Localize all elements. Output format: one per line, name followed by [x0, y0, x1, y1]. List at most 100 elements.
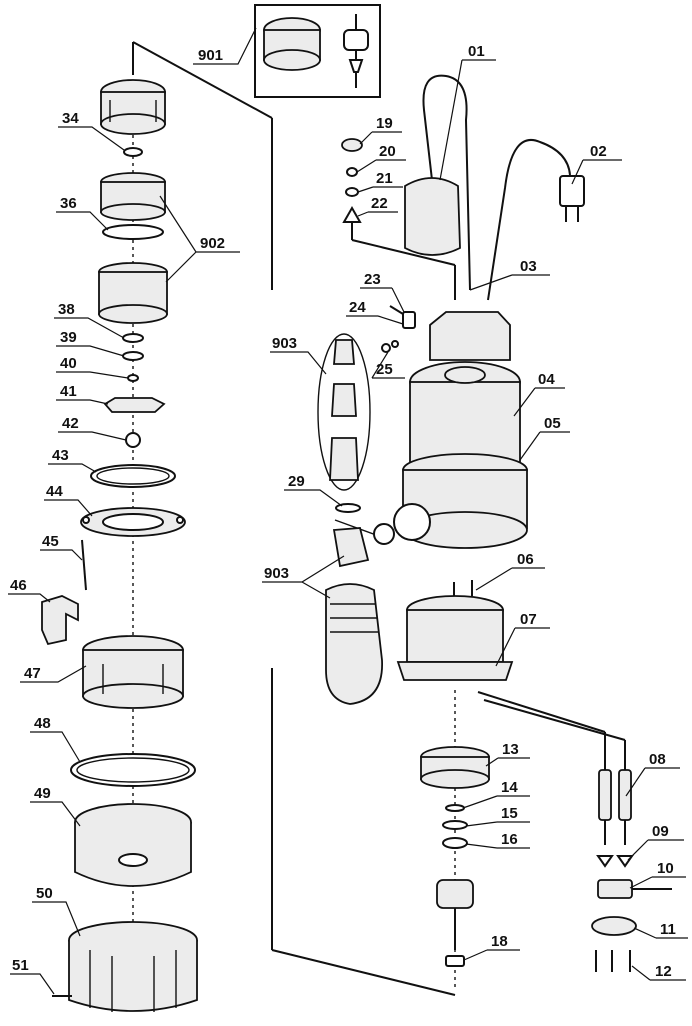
- callout-39: 39: [56, 329, 125, 357]
- part-43-oring: [90, 464, 176, 488]
- label-01: 01: [468, 43, 485, 60]
- part-46-clamp: [41, 595, 79, 646]
- part-09-caps: [596, 855, 634, 868]
- callout-21: 21: [357, 170, 403, 193]
- label-04: 04: [538, 371, 555, 388]
- callout-08: 08: [625, 751, 680, 797]
- label-25: 25: [376, 361, 393, 378]
- callout-42: 42: [58, 415, 127, 441]
- part-903-hose-elbow: [325, 583, 383, 705]
- label-40: 40: [60, 355, 77, 372]
- label-09: 09: [652, 823, 669, 840]
- callout-36: 36: [56, 195, 109, 231]
- callout-03: 03: [469, 258, 550, 291]
- label-39: 39: [60, 329, 77, 346]
- label-42: 42: [62, 415, 79, 432]
- part-10-valve: [597, 879, 672, 899]
- callout-10: 10: [629, 860, 686, 889]
- callout-09: 09: [627, 823, 684, 861]
- label-43: 43: [52, 447, 69, 464]
- part-02-plug-cable: [487, 139, 585, 301]
- callout-47: 47: [20, 665, 87, 683]
- label-08: 08: [649, 751, 666, 768]
- label-19: 19: [376, 115, 393, 132]
- callout-902: 902: [159, 195, 240, 283]
- part-01-float-switch: [404, 74, 471, 291]
- label-03: 03: [520, 258, 537, 275]
- part-36-gasket: [102, 224, 164, 240]
- callout-40: 40: [56, 355, 129, 379]
- part-903-adapter-set: [317, 333, 371, 491]
- callout-15: 15: [465, 805, 530, 827]
- part-48-ring: [70, 753, 196, 787]
- callout-02: 02: [571, 143, 622, 185]
- callout-44: 44: [44, 483, 93, 517]
- part-13-impeller: [420, 746, 490, 789]
- part-42-ball: [125, 432, 141, 448]
- callout-48: 48: [30, 715, 81, 763]
- label-46: 46: [10, 577, 27, 594]
- callout-50: 50: [32, 885, 81, 937]
- callout-18: 18: [463, 933, 520, 961]
- label-24: 24: [349, 299, 366, 316]
- callout-12: 12: [631, 963, 686, 981]
- callout-38: 38: [54, 301, 125, 339]
- label-13: 13: [502, 741, 519, 758]
- label-50: 50: [36, 885, 53, 902]
- parts-23-25-fittings: [381, 305, 416, 353]
- callout-20: 20: [356, 143, 406, 173]
- part-901-inset: [254, 4, 381, 98]
- callout-43: 43: [48, 447, 97, 473]
- callout-13: 13: [485, 741, 530, 767]
- label-06: 06: [517, 551, 534, 568]
- label-15: 15: [501, 805, 518, 822]
- callout-51: 51: [10, 957, 55, 995]
- label-903-top: 903: [272, 335, 297, 352]
- part-40-clip: [127, 374, 139, 382]
- part-04-motor-housing: [409, 311, 521, 471]
- label-07: 07: [520, 611, 537, 628]
- label-18: 18: [491, 933, 508, 950]
- callout-29: 29: [284, 473, 343, 507]
- label-16: 16: [501, 831, 518, 848]
- label-23: 23: [364, 271, 381, 288]
- label-901: 901: [198, 47, 223, 64]
- label-38: 38: [58, 301, 75, 318]
- parts-19-22-stack: [341, 138, 363, 223]
- part-902-upper: [100, 172, 166, 221]
- callout-05: 05: [519, 415, 570, 461]
- label-47: 47: [24, 665, 41, 682]
- callout-24: 24: [346, 299, 404, 325]
- callout-49: 49: [30, 785, 81, 827]
- part-34-ring: [123, 147, 143, 157]
- part-38-washer: [122, 333, 144, 343]
- callout-11: 11: [633, 921, 688, 939]
- callout-901: 901: [193, 27, 257, 65]
- part-49-base: [74, 803, 192, 887]
- part-39-washer: [122, 351, 144, 361]
- callout-903b: 903: [262, 555, 345, 599]
- label-49: 49: [34, 785, 51, 802]
- label-34: 34: [62, 110, 79, 127]
- label-36: 36: [60, 195, 77, 212]
- part-07-motor-base: [396, 595, 514, 681]
- part-44-flange: [80, 507, 186, 537]
- part-18-nut: [445, 955, 465, 967]
- part-12-screws: [595, 950, 631, 972]
- callout-34: 34: [58, 110, 125, 151]
- callout-45: 45: [40, 533, 83, 561]
- callout-16: 16: [465, 831, 530, 849]
- label-21: 21: [376, 170, 393, 187]
- part-41-plate: [103, 397, 166, 413]
- label-903-bottom: 903: [264, 565, 289, 582]
- label-10: 10: [657, 860, 674, 877]
- part-05-pump-base: [373, 453, 528, 549]
- label-41: 41: [60, 383, 77, 400]
- part-47-housing: [82, 635, 184, 709]
- callout-41: 41: [56, 383, 109, 405]
- label-05: 05: [544, 415, 561, 432]
- label-44: 44: [46, 483, 63, 500]
- label-902: 902: [200, 235, 225, 252]
- part-903-elbow: [332, 527, 370, 568]
